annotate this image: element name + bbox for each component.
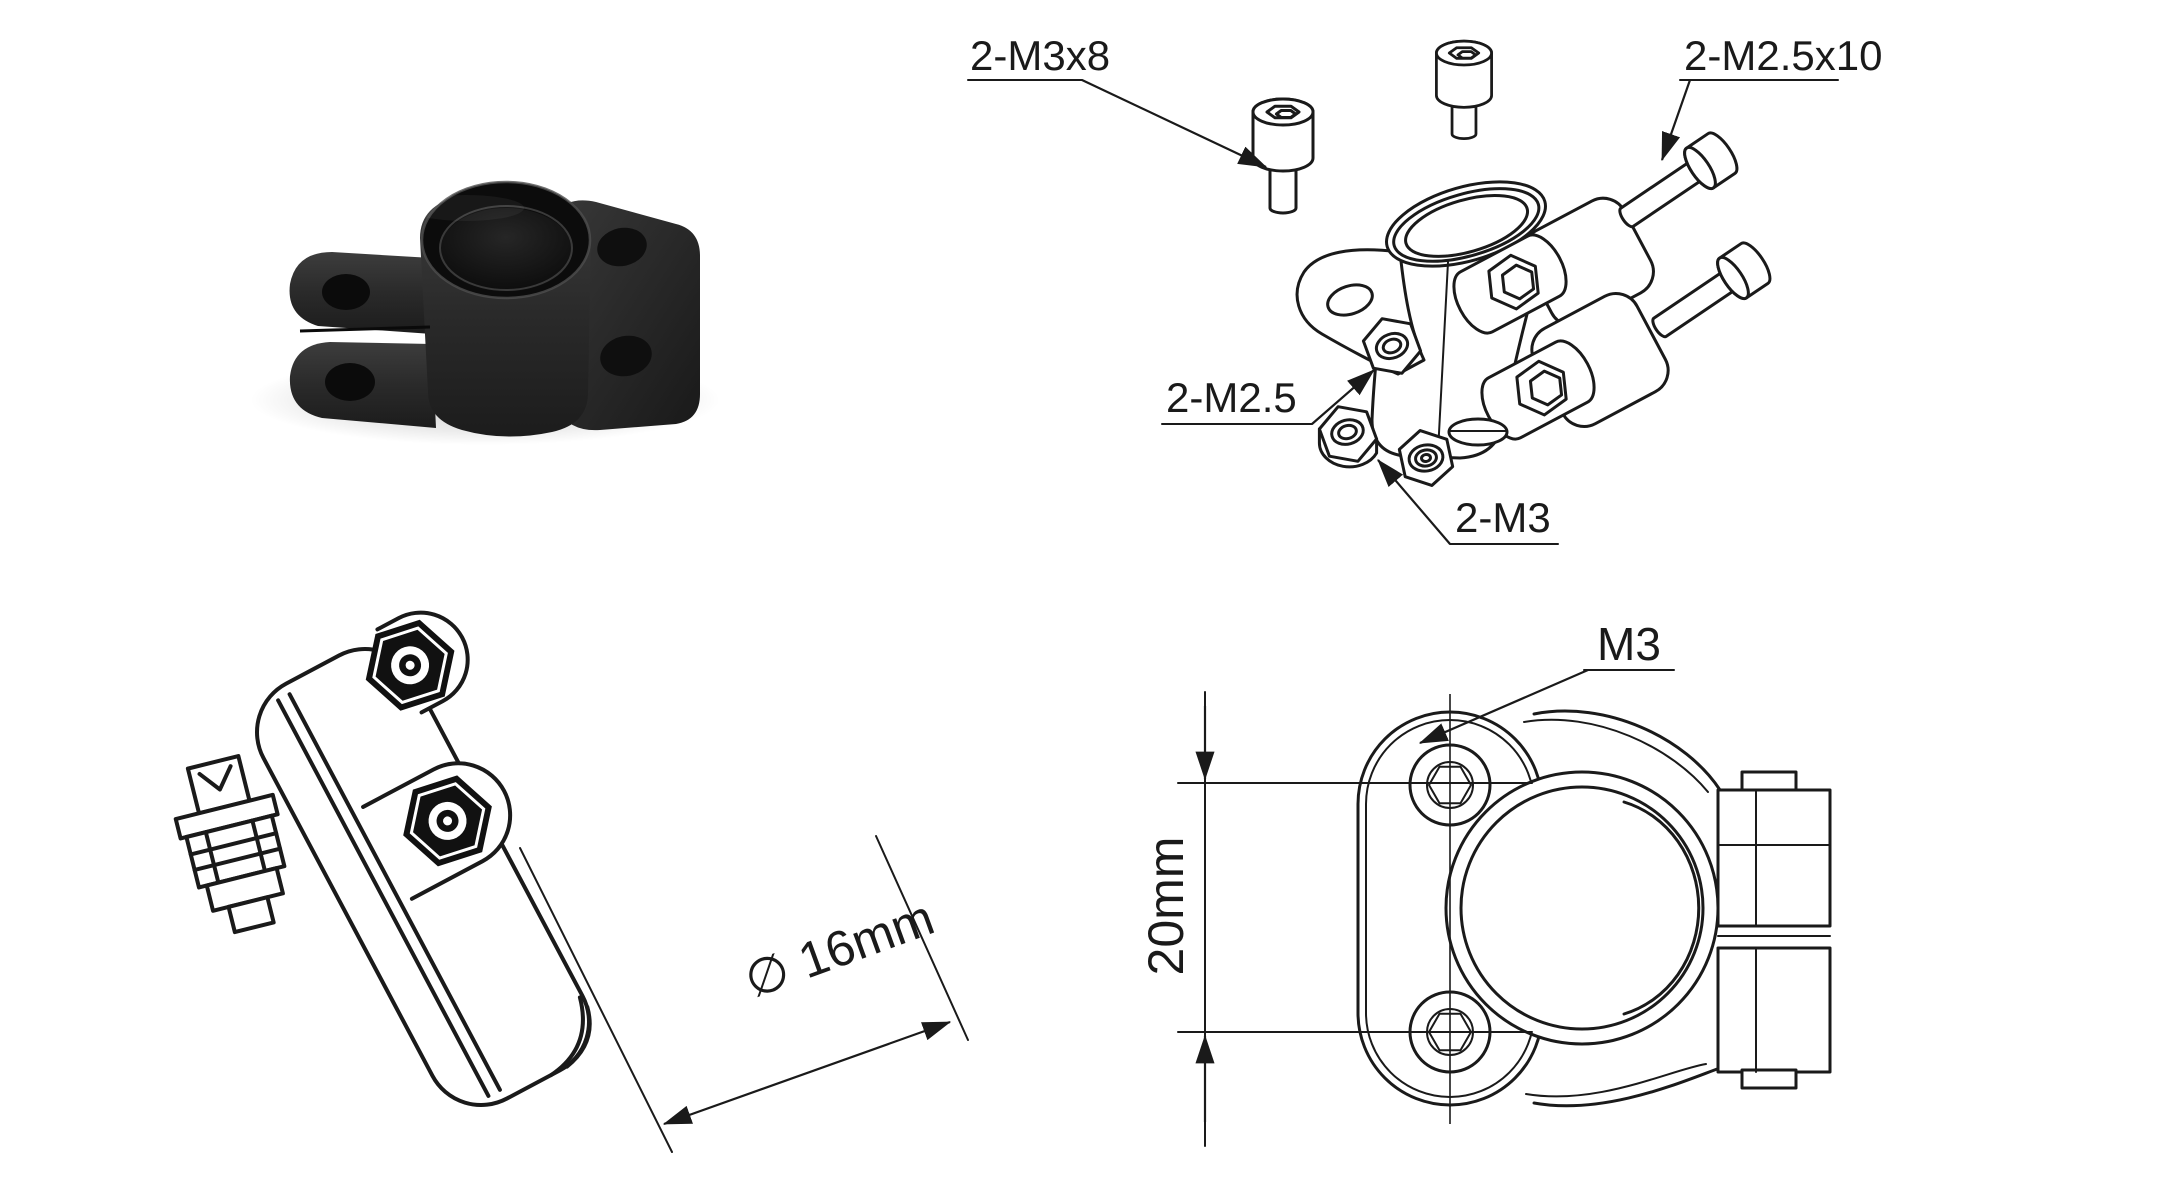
callout-m3x8: 2-M3x8 bbox=[970, 32, 1110, 79]
photo-flange-hole-bottom bbox=[600, 335, 652, 377]
body-seam bbox=[1437, 261, 1449, 453]
photo-slit bbox=[299, 325, 431, 333]
long-screw-upper bbox=[1618, 131, 1739, 229]
screw-under-body bbox=[1447, 417, 1509, 447]
exploded-view: 2-M3x8 2-M2.5x10 2-M2.5 2-M3 bbox=[967, 32, 1882, 545]
nut-loose-left bbox=[1317, 405, 1379, 469]
bore-diameter-text: ∅ 16mm bbox=[737, 889, 941, 1009]
photo-flange bbox=[555, 200, 700, 431]
clamp-screw-lower bbox=[1480, 339, 1596, 441]
front-thread-callout: M3 bbox=[1597, 618, 1661, 670]
photo-bore-highlight bbox=[420, 180, 592, 300]
side-bolt bbox=[173, 754, 287, 935]
long-screw-lower bbox=[1651, 241, 1772, 339]
photo-flange-hole-top bbox=[597, 227, 647, 267]
product-photo bbox=[250, 180, 720, 445]
callout-m25-leader bbox=[1311, 369, 1375, 425]
front-clamp-blocks bbox=[1716, 770, 1832, 1090]
callout-m3-leader bbox=[1377, 459, 1451, 545]
front-view: M3 20mm bbox=[1138, 618, 1832, 1147]
photo-ear-hole-top bbox=[322, 274, 370, 310]
nut-loose-right bbox=[1397, 429, 1455, 487]
side-nut-top bbox=[365, 619, 455, 711]
extension-line-right bbox=[875, 835, 969, 1041]
callout-m25: 2-M2.5 bbox=[1166, 374, 1297, 421]
photo-bore-wall bbox=[440, 208, 572, 292]
front-thread-leader bbox=[1418, 668, 1589, 745]
side-view-part bbox=[255, 610, 592, 1108]
callout-m25x10: 2-M2.5x10 bbox=[1684, 32, 1882, 79]
clamp-screw-upper bbox=[1452, 233, 1568, 335]
socket-screw-left bbox=[1251, 97, 1315, 215]
front-height-text: 20mm bbox=[1138, 837, 1194, 976]
callout-m3: 2-M3 bbox=[1455, 494, 1551, 541]
photo-bore-inner-ring bbox=[439, 205, 573, 291]
photo-top-sheen bbox=[408, 195, 524, 221]
nut-installed bbox=[1361, 317, 1423, 375]
body-ear-hole bbox=[1326, 283, 1374, 317]
side-dimension: ∅ 16mm bbox=[519, 835, 969, 1153]
dimension-line bbox=[662, 1020, 952, 1126]
side-nut-middle bbox=[403, 775, 492, 867]
callout-m25x10-leader bbox=[1660, 79, 1692, 162]
front-bore-crescent bbox=[1622, 800, 1701, 1016]
socket-screw-center bbox=[1435, 39, 1493, 140]
callout-m3x8-leader bbox=[1081, 79, 1268, 168]
front-tube-outer bbox=[1444, 770, 1720, 1046]
front-dimension: 20mm bbox=[1138, 691, 1533, 1147]
side-view: ∅ 16mm bbox=[173, 610, 969, 1153]
body-bore bbox=[1385, 180, 1547, 268]
extension-line-left bbox=[519, 847, 673, 1153]
front-tube-inner bbox=[1459, 785, 1705, 1031]
photo-ear-hole-bottom bbox=[325, 363, 375, 401]
